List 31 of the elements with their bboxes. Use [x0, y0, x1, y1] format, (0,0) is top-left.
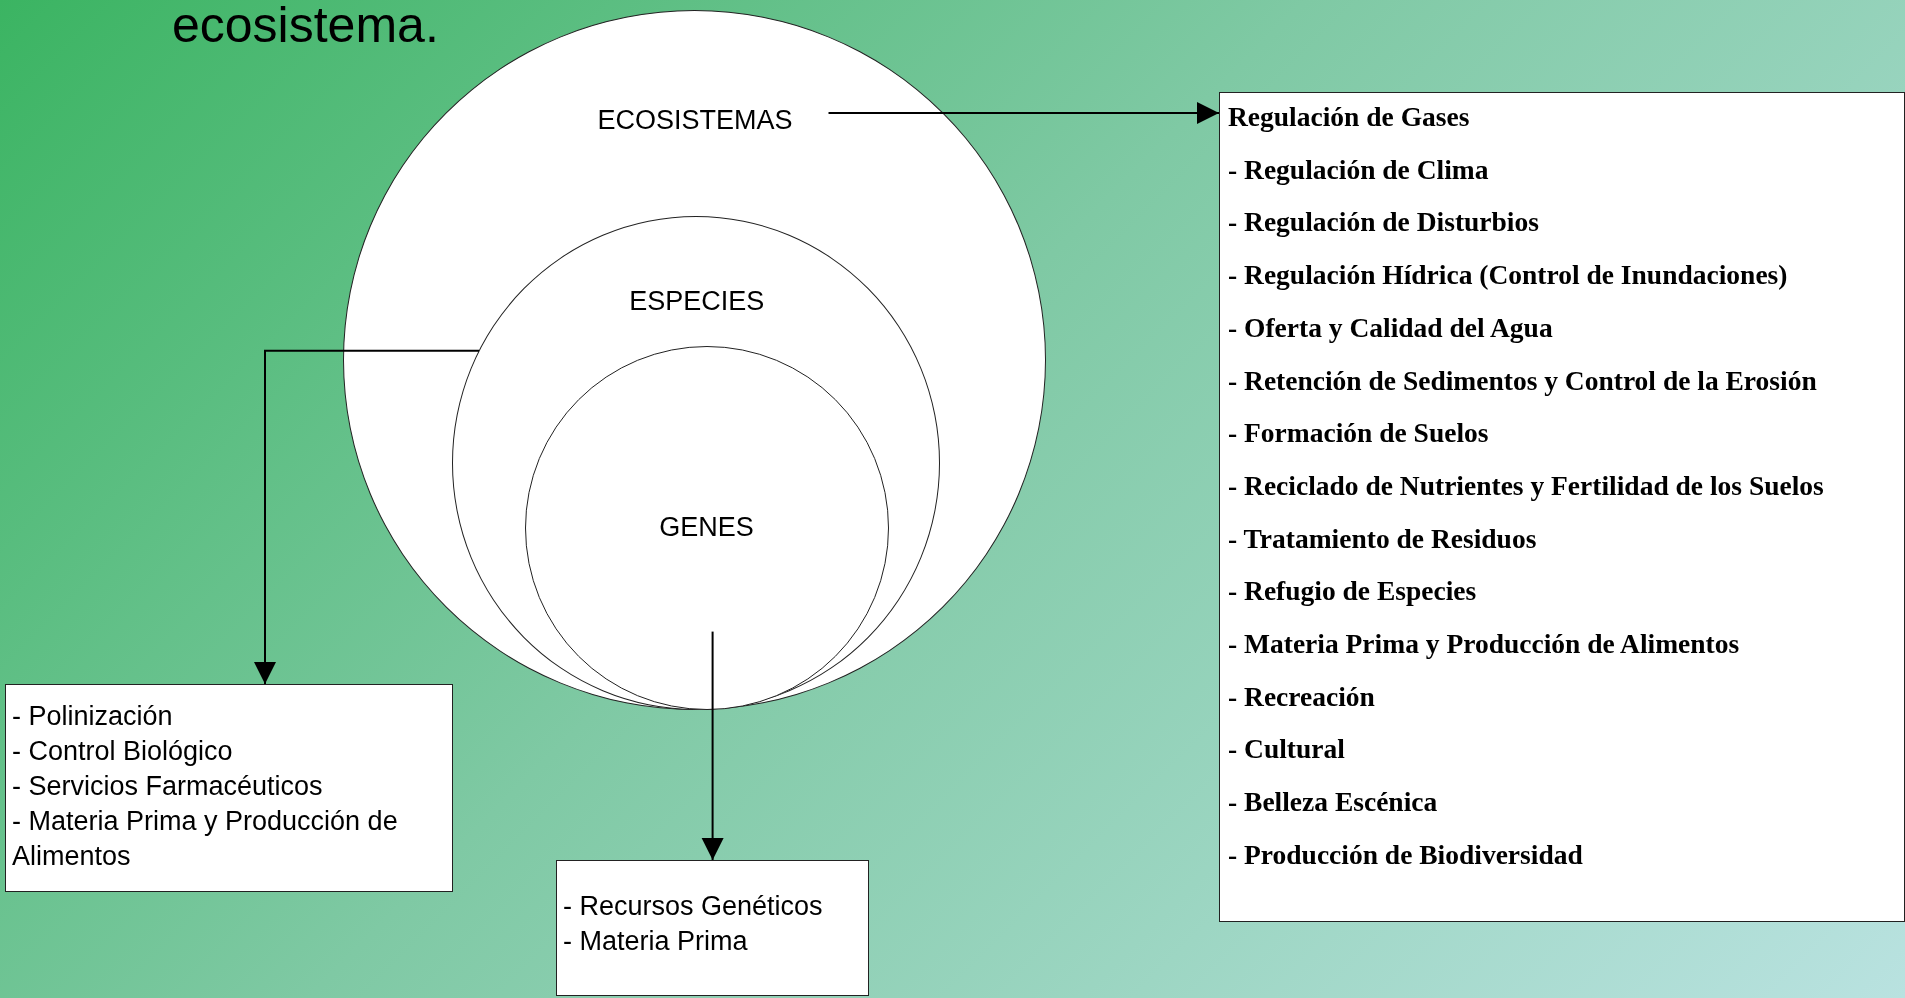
service-item: Regulación de Gases	[1228, 101, 1470, 133]
service-item: - Polinización	[12, 700, 174, 733]
service-item: - Producción de Biodiversidad	[1228, 838, 1583, 871]
services-list-box	[1219, 92, 1905, 922]
service-item: - Control Biológico	[12, 735, 234, 768]
slide-title: ecosistema.	[172, 0, 439, 54]
service-item: - Oferta y Calidad del Agua	[1228, 311, 1553, 344]
service-item: - Retención de Sedimentos y Control de la Erosión	[1228, 364, 1817, 397]
arrow	[254, 349, 480, 685]
level-label: ECOSISTEMAS	[596, 105, 794, 136]
service-item: - Regulación Hídrica (Control de Inundaciones)	[1228, 259, 1788, 292]
service-item: - Reciclado de Nutrientes y Fertilidad de los Suelos	[1228, 469, 1824, 502]
service-item: - Servicios Farmacéuticos	[12, 770, 324, 803]
genes-services-box	[556, 860, 869, 996]
service-item: - Tratamiento de Residuos	[1228, 522, 1537, 555]
service-item: - Refugio de Especies	[1228, 575, 1477, 608]
service-item: - Regulación de Disturbios	[1228, 206, 1539, 239]
species-services-box	[5, 684, 453, 892]
service-item: - Materia Prima y Producción de Alimentos	[12, 805, 399, 873]
service-item: - Cultural	[1228, 733, 1345, 766]
service-item: - Recreación	[1228, 680, 1375, 713]
level-label: GENES	[658, 511, 755, 543]
service-item: - Recursos Genéticos	[563, 891, 823, 922]
arrow	[701, 630, 724, 861]
service-item: - Formación de Suelos	[1228, 417, 1489, 450]
service-item: - Materia Prima	[563, 926, 748, 957]
arrow	[827, 102, 1220, 124]
service-item: - Regulación de Clima	[1228, 153, 1489, 186]
service-item: - Belleza Escénica	[1228, 786, 1438, 819]
service-item: - Materia Prima y Producción de Alimentos	[1228, 628, 1740, 660]
level-label: ESPECIES	[628, 285, 766, 317]
